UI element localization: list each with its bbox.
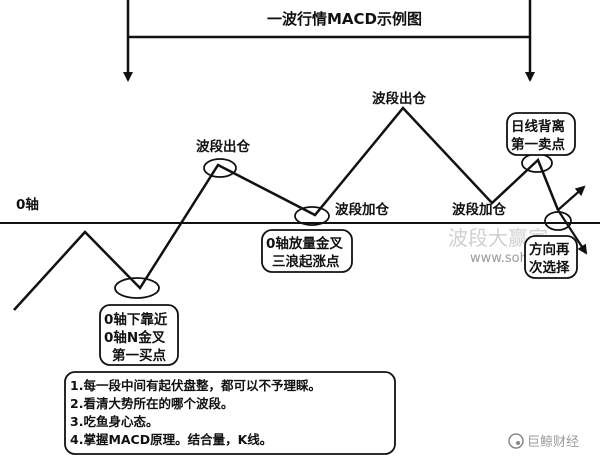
callout-third-wave: 0轴放量金叉 三浪起涨点 — [261, 229, 353, 273]
note-4: 4.掌握MACD原理。结合量，K线。 — [70, 432, 272, 447]
label-wave-add-mid: 波段加仓 — [335, 201, 389, 218]
third-wave-line-2: 三浪起涨点 — [272, 253, 340, 270]
note-1: 1.每一段中间有起伏盘整，都可以不予理睬。 — [70, 378, 321, 393]
diagram-title: 一波行情MACD示例图 — [267, 10, 422, 28]
callout-daily-divergence: 日线背离 第一卖点 — [506, 112, 576, 156]
title-bg — [262, 8, 422, 30]
label-wave-out-top: 波段出仓 — [372, 90, 426, 107]
buy-one-line-3: 第一买点 — [112, 347, 166, 364]
buy-one-line-2: 0轴N金叉 — [104, 329, 166, 346]
note-3: 3.吃鱼身心态。 — [70, 414, 158, 429]
daily-divergence-line-2: 第一卖点 — [511, 136, 565, 153]
note-2: 2.看清大势所在的哪个波段。 — [70, 396, 233, 411]
third-wave-line-1: 0轴放量金叉 — [266, 235, 343, 252]
reselect-line-2: 次选择 — [529, 259, 570, 276]
branch-arrow-down — [557, 209, 588, 255]
corner-watermark-text: 巨鲸财经 — [527, 435, 579, 450]
callout-reselect: 方向再 次选择 — [524, 235, 578, 279]
title-bracket — [123, 0, 535, 82]
daily-divergence-line-1: 日线背离 — [511, 118, 565, 135]
branch-arrow-up — [557, 185, 586, 211]
callout-buy-one: 0轴下靠近 0轴N金叉 第一买点 — [99, 304, 179, 366]
notes-box: 1.每一段中间有起伏盘整，都可以不予理睬。 2.看清大势所在的哪个波段。 3.吃… — [64, 371, 396, 455]
wave-out-ellipse-left — [203, 158, 237, 178]
zero-axis-label: 0轴 — [16, 196, 39, 213]
buy-one-line-1: 0轴下靠近 — [104, 311, 168, 328]
reselect-line-1: 方向再 — [529, 241, 570, 258]
macd-wave-line — [13, 106, 560, 311]
wave-add-ellipse-mid — [294, 206, 330, 226]
label-wave-out-left: 波段出仓 — [196, 138, 250, 155]
label-wave-add-right: 波段加仓 — [452, 201, 506, 218]
reselect-ellipse — [544, 211, 572, 231]
daily-divergence-ellipse — [521, 153, 553, 173]
weibo-logo-icon — [508, 433, 524, 449]
corner-watermark: 巨鲸财经 — [508, 433, 579, 450]
buy-point-ellipse — [114, 277, 160, 299]
